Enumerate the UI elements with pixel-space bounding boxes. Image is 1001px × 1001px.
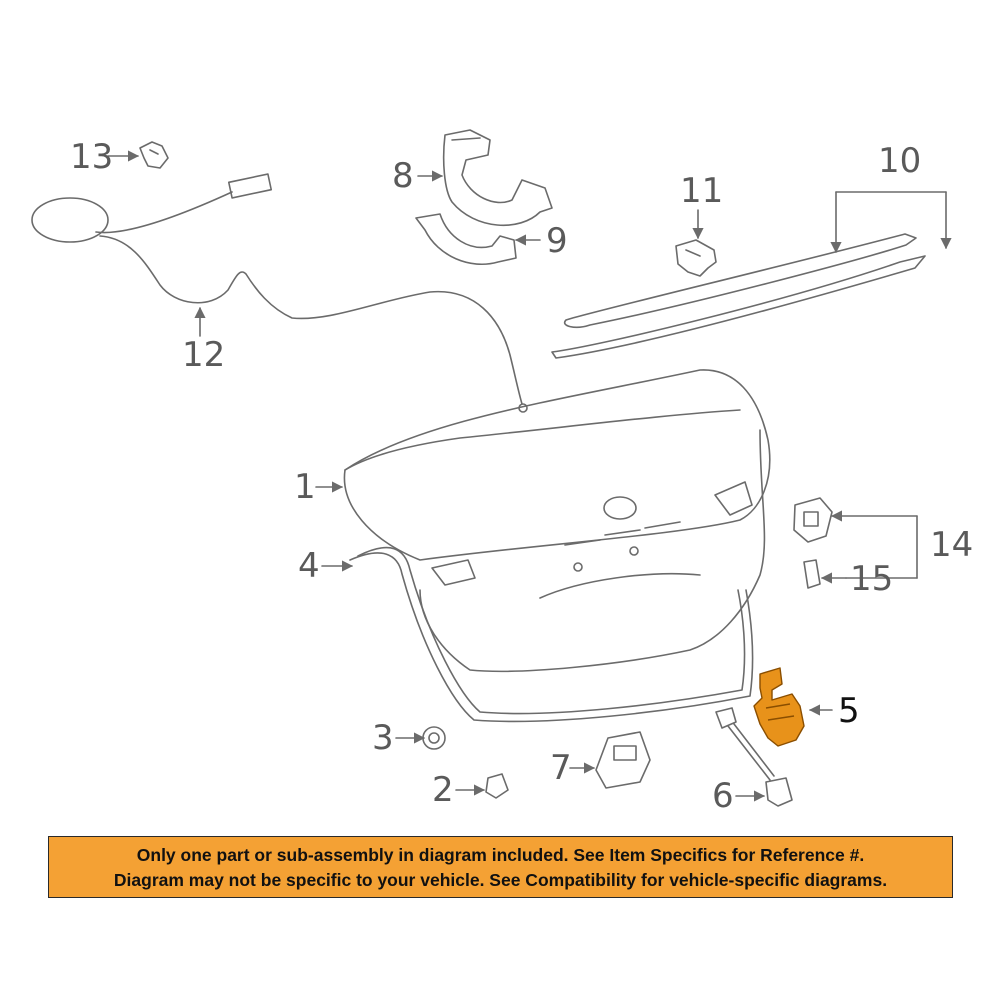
bracket-part-14: [793, 497, 833, 543]
clip-part-13: [139, 141, 169, 169]
cap-part-2: [485, 773, 509, 799]
bracket-part-9: [415, 213, 517, 266]
clip-part-11: [675, 239, 717, 277]
weatherstrip-part-4: [349, 546, 754, 723]
callout-10: 10: [878, 141, 922, 181]
trunk-lid-part-1: [343, 369, 771, 673]
callout-8: 8: [392, 156, 414, 196]
callout-13: 13: [70, 137, 114, 177]
latch-part-5: [753, 667, 805, 747]
callout-7: 7: [550, 748, 572, 788]
callout-12: 12: [182, 335, 226, 375]
rods-part-10: [551, 233, 926, 359]
callout-4: 4: [298, 546, 320, 586]
callout-11: 11: [680, 171, 724, 211]
bulb-socket-part-15: [803, 559, 821, 589]
grommet-part-3: [422, 726, 446, 750]
callout-5: 5: [838, 691, 860, 731]
callout-6: 6: [712, 776, 734, 816]
switch-part-7: [595, 731, 651, 789]
notice-line-1: Only one part or sub-assembly in diagram…: [136, 845, 865, 865]
callout-14: 14: [930, 525, 974, 565]
release-cable-part-12: [31, 173, 528, 413]
callout-15: 15: [850, 559, 894, 599]
lock-cylinder-part-6: [715, 707, 793, 807]
notice-banner: Only one part or sub-assembly in diagram…: [48, 836, 953, 898]
bracket-part-8: [442, 129, 553, 227]
callout-2: 2: [432, 770, 454, 810]
callout-9: 9: [546, 221, 568, 261]
callout-3: 3: [372, 718, 394, 758]
notice-line-2: Diagram may not be specific to your vehi…: [113, 870, 888, 890]
callout-1: 1: [294, 467, 316, 507]
